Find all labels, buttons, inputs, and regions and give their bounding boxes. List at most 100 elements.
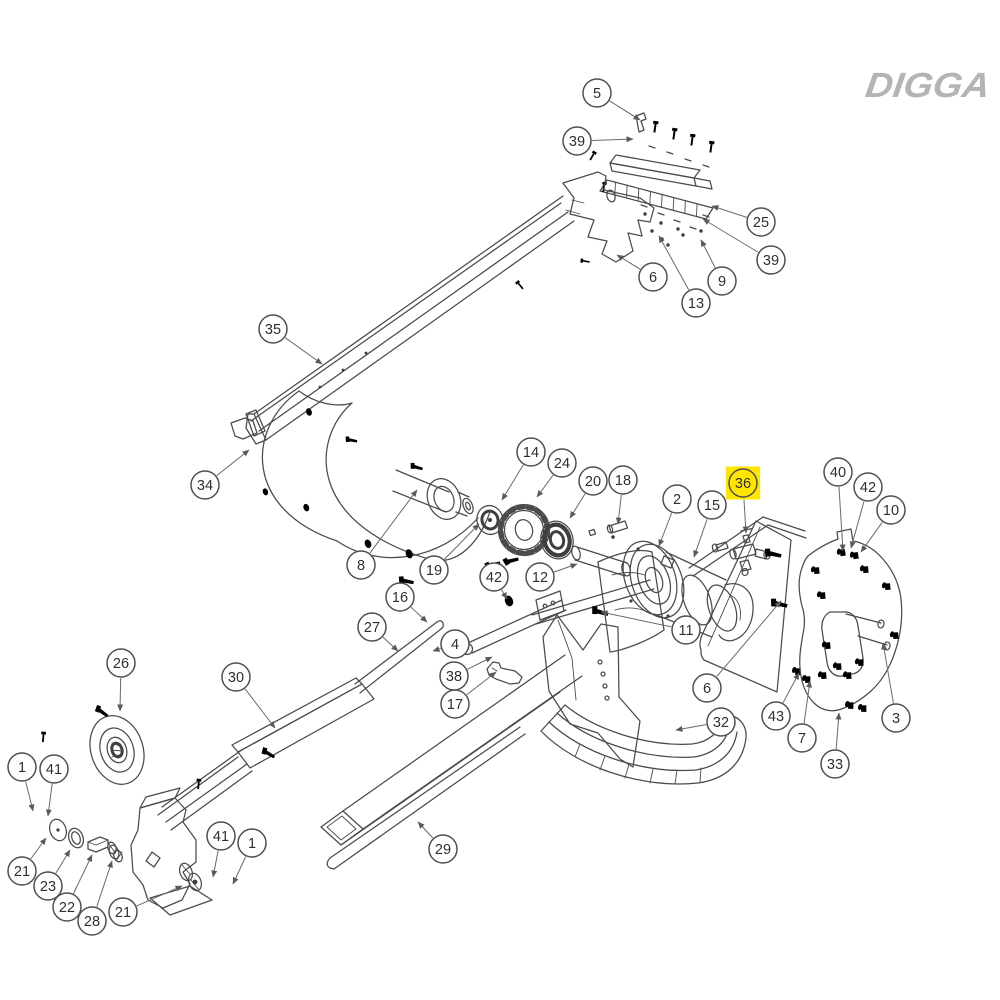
callout-balloon [7,856,37,886]
callout-number: 35 [265,322,281,338]
callout-14-10[interactable]: 14 [501,437,546,501]
leader-line [600,610,672,628]
leader-line [711,205,747,218]
auger-flight [261,390,491,562]
callout-29-37[interactable]: 29 [417,821,458,864]
callout-6-4[interactable]: 6 [616,254,668,292]
small-hardware-group [261,435,523,685]
leader-line [803,680,813,724]
callout-28-43[interactable]: 28 [77,860,113,936]
leader-line [45,783,53,817]
leader-line [244,688,276,729]
callout-4-26[interactable]: 4 [432,629,470,659]
callout-number: 20 [585,474,601,490]
callout-balloon [440,629,470,659]
callout-5-0[interactable]: 5 [582,78,641,121]
callout-21-44[interactable]: 21 [108,885,183,927]
callout-27-25[interactable]: 27 [357,612,399,652]
callout-40-17[interactable]: 40 [823,457,853,552]
callout-balloon [190,470,220,500]
callout-25-2[interactable]: 25 [711,205,776,237]
callout-39-3[interactable]: 39 [702,218,786,275]
callout-3-34[interactable]: 3 [881,642,911,733]
callout-16-24[interactable]: 16 [385,582,428,623]
callout-number: 5 [593,86,601,102]
callout-26-29[interactable]: 26 [106,648,136,712]
callout-number: 28 [84,914,100,930]
callout-41-45[interactable]: 41 [206,821,236,878]
callout-number: 40 [830,465,846,481]
callout-20-12[interactable]: 20 [569,466,608,519]
callout-number: 42 [486,570,502,586]
callout-11-23[interactable]: 11 [600,610,701,645]
callout-38-27[interactable]: 38 [439,656,493,691]
callout-24-11[interactable]: 24 [536,448,577,498]
drive-sprocket-group [305,407,629,560]
callout-10-19[interactable]: 10 [860,495,906,553]
callout-balloon [440,689,470,719]
callout-32-36[interactable]: 32 [675,707,736,737]
leader-line [410,606,428,623]
leader-line [609,100,641,121]
callout-17-28[interactable]: 17 [440,671,497,719]
callout-12-22[interactable]: 12 [525,562,578,592]
callout-30-30[interactable]: 30 [221,662,276,729]
callout-balloon [853,472,883,502]
callout-number: 33 [827,757,843,773]
callout-balloon [761,701,791,731]
leader-line [55,849,71,874]
leader-line [432,646,441,652]
callout-33-35[interactable]: 33 [820,712,850,779]
callout-13-6[interactable]: 13 [658,235,711,318]
trencher-tube [320,654,583,870]
leader-line [835,712,842,750]
callout-42-21[interactable]: 42 [479,562,509,600]
callout-balloon [608,465,638,495]
callout-41-39[interactable]: 41 [39,754,69,817]
callout-42-18[interactable]: 42 [849,472,883,549]
callout-balloon [823,457,853,487]
callout-34-8[interactable]: 34 [190,449,250,500]
callout-number: 15 [704,498,720,514]
callout-22-42[interactable]: 22 [52,854,93,922]
leader-line [501,464,524,501]
callout-number: 8 [357,558,365,574]
callout-balloon [728,468,758,498]
callout-15-15[interactable]: 15 [693,490,727,558]
callout-balloon [33,871,63,901]
callout-23-41[interactable]: 23 [33,849,71,901]
callout-1-46[interactable]: 1 [232,828,267,885]
callout-43-32[interactable]: 43 [761,672,800,731]
top-mount-assembly [515,112,715,291]
callout-9-5[interactable]: 9 [700,239,737,296]
callout-2-14[interactable]: 2 [658,484,692,547]
callout-number: 34 [197,478,213,494]
callout-8-9[interactable]: 8 [346,489,418,580]
callout-18-13[interactable]: 18 [608,465,638,525]
callout-19-20[interactable]: 19 [419,523,480,585]
callout-1-38[interactable]: 1 [7,752,37,812]
callout-number: 30 [228,670,244,686]
machine-line-drawing [40,112,904,916]
callout-39-1[interactable]: 39 [562,126,634,156]
leader-line [117,677,124,712]
leader-line [444,523,480,560]
callout-balloon [582,78,612,108]
callout-number: 29 [435,842,451,858]
callout-21-40[interactable]: 21 [7,837,47,886]
callout-6-31[interactable]: 6 [692,600,782,703]
leader-line [702,218,759,253]
callout-balloon [77,906,107,936]
callout-7-33[interactable]: 7 [787,680,817,753]
leader-line [700,239,716,268]
leader-line [417,821,434,839]
callout-number: 38 [446,669,462,685]
leader-line [693,519,708,558]
leader-line [860,521,883,553]
callout-36-16[interactable]: 36 [726,466,760,534]
callout-number: 22 [59,900,75,916]
trencher-nose [542,614,641,768]
callout-35-7[interactable]: 35 [258,314,323,365]
callout-number: 11 [678,623,693,639]
